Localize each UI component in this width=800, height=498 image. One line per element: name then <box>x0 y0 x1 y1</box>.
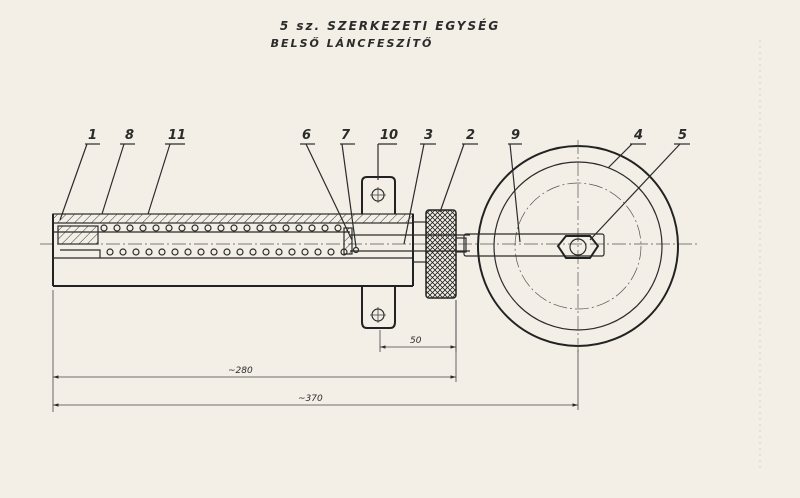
dimension-370-label: ~370 <box>298 394 323 404</box>
spring-coil-bottom <box>119 248 127 256</box>
callout-6: 6 <box>302 128 311 143</box>
callout-7: 7 <box>341 128 351 143</box>
dimension-370: ~370 <box>53 350 579 410</box>
spring-coil-bottom <box>288 248 296 256</box>
spring-coil-top <box>113 224 121 232</box>
spring-coil-bottom <box>301 248 309 256</box>
spring-coil-top <box>126 224 134 232</box>
title-line-1: 5 sz. SZERKEZETI EGYSÉG <box>280 18 500 33</box>
spring-coil-bottom <box>197 248 205 256</box>
outer-tube <box>52 213 414 287</box>
callout-5: 5 <box>678 128 687 143</box>
spring-coil-bottom <box>210 248 218 256</box>
spring-coil-bottom <box>236 248 244 256</box>
callout-10: 10 <box>380 128 398 143</box>
spring-coil-top <box>139 224 147 232</box>
dimension-50: 50 <box>379 300 457 352</box>
wheel-arm <box>455 233 605 257</box>
callout-leaders <box>59 143 690 248</box>
spring-coil-top <box>100 224 108 232</box>
callout-4: 4 <box>633 128 643 143</box>
dimension-50-label: 50 <box>410 336 422 346</box>
spring-coil-top <box>295 224 303 232</box>
knurled-nut <box>425 209 457 299</box>
hex-nut <box>556 235 600 259</box>
spring-coil-bottom <box>184 248 192 256</box>
mounting-lug-top <box>361 176 396 214</box>
callout-9: 9 <box>511 128 520 143</box>
spring-coil-top <box>217 224 225 232</box>
spring-coil-top <box>321 224 329 232</box>
spring-coil-top <box>308 224 316 232</box>
spring-coil-bottom <box>132 248 140 256</box>
spring-coil-bottom <box>327 248 335 256</box>
callout-11: 11 <box>168 128 186 143</box>
spring-coil-bottom <box>145 248 153 256</box>
spring-coils <box>100 224 348 256</box>
title-line-2: BELSŐ LÁNCFESZÍTŐ <box>271 36 434 50</box>
spring-coil-bottom <box>223 248 231 256</box>
spring-coil-bottom <box>171 248 179 256</box>
spring-coil-top <box>243 224 251 232</box>
callout-8: 8 <box>125 128 134 143</box>
spring-coil-top <box>269 224 277 232</box>
spring-coil-top <box>204 224 212 232</box>
mounting-lug-bottom <box>361 286 396 329</box>
spring-coil-top <box>282 224 290 232</box>
dimension-280: ~280 <box>52 290 457 412</box>
tension-wheel <box>477 140 679 352</box>
spring-coil-bottom <box>275 248 283 256</box>
left-plug <box>57 225 101 258</box>
spring-coil-top <box>152 224 160 232</box>
callout-2: 2 <box>466 128 475 143</box>
spring-coil-bottom <box>158 248 166 256</box>
spring-coil-bottom <box>249 248 257 256</box>
spring-coil-top <box>191 224 199 232</box>
dimension-280-label: ~280 <box>228 366 253 376</box>
spring-coil-top <box>165 224 173 232</box>
spring-coil-top <box>230 224 238 232</box>
spring-coil-bottom <box>106 248 114 256</box>
spring-coil-top <box>178 224 186 232</box>
callout-1: 1 <box>88 128 97 143</box>
callout-3: 3 <box>424 128 433 143</box>
spring-coil-bottom <box>314 248 322 256</box>
spring-coil-top <box>256 224 264 232</box>
spring-coil-top <box>334 224 342 232</box>
spring-coil-bottom <box>262 248 270 256</box>
